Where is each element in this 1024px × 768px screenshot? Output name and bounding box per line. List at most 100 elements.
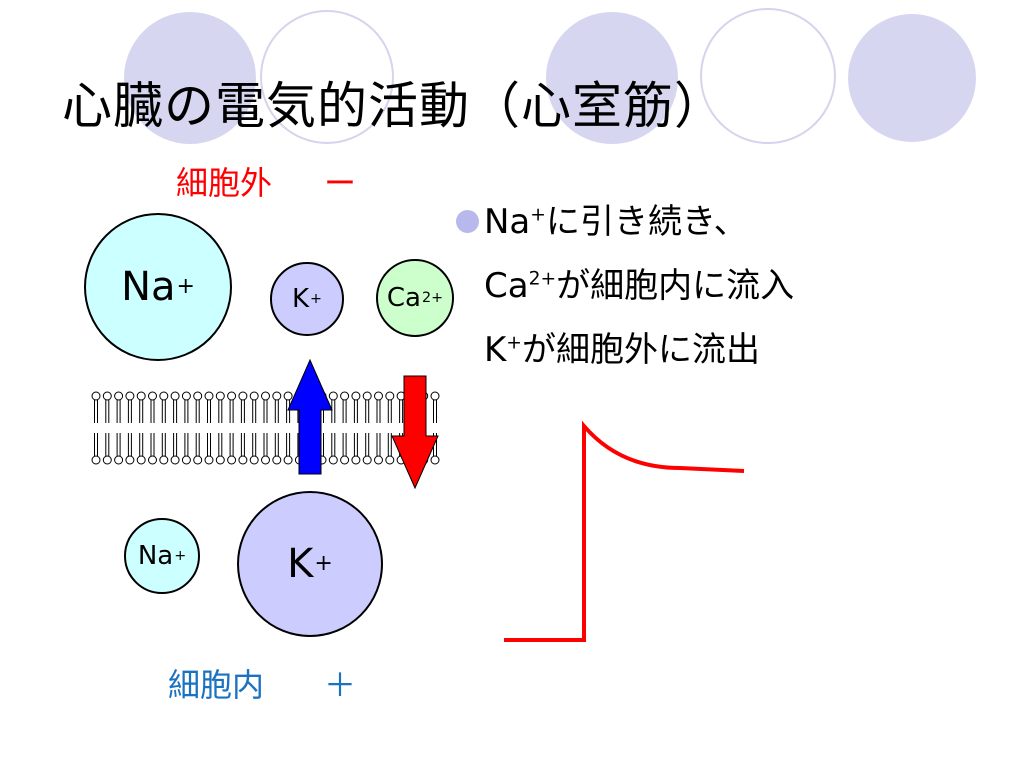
lipid-head-top [91,391,101,401]
na-ion-outside: Na+ [84,213,232,361]
lipid-head-bottom [317,455,327,465]
lipid-head-bottom [340,455,350,465]
bullet-item-2: Ca2+が細胞内に流入 [456,254,794,318]
lipid-head-bottom [385,455,395,465]
decor-circle-5 [848,14,976,142]
intracellular-charge: ＋ [324,666,357,704]
lipid-head-top [102,391,112,401]
lipid-head-top [374,391,383,401]
bullet-3-text: が細胞外に流出 [521,330,760,370]
lipid-head-bottom [181,455,191,465]
lipid-head-bottom [396,455,406,465]
lipid-head-top [261,391,270,401]
slide-title: 心臓の電気的活動（心室筋） [62,77,725,135]
bullet-1-text: に引き続き、 [545,202,748,242]
k-ion-inside-symbol: K [287,541,314,587]
lipid-head-bottom [272,455,282,465]
lipid-head-top [170,391,180,401]
lipid-head-bottom [362,455,372,465]
k-efflux-arrow-icon [287,358,333,475]
extracellular-label-text: 細胞外 [176,164,273,202]
extracellular-label: 細胞外 ー [176,158,356,204]
na-ion-inside: Na+ [124,518,200,594]
lipid-head-bottom [148,455,157,465]
lipid-head-bottom [294,455,304,465]
ca-influx-arrow-icon [391,375,439,490]
lipid-head-top [419,391,429,401]
lipid-head-top [351,391,361,401]
bullet-1-charge: + [530,204,546,226]
lipid-head-bottom [136,455,146,465]
intracellular-label-text: 細胞内 [168,666,265,704]
lipid-head-top [385,391,395,401]
ca-ion-outside-symbol: Ca [386,283,421,313]
lipid-head-bottom [102,455,112,465]
action-potential-curve [504,420,745,642]
lipid-head-bottom [114,455,124,465]
lipid-head-top [294,391,304,401]
k-ion-outside: K+ [270,262,344,336]
lipid-head-bottom [249,455,259,465]
lipid-head-bottom [328,455,338,465]
intracellular-label: 細胞内 ＋ [168,660,356,706]
lipid-head-bottom [215,455,225,465]
bullet-item-3: K+が細胞外に流出 [456,318,794,382]
lipid-head-top [340,391,350,401]
extracellular-charge: ー [324,164,357,202]
lipid-head-top [317,391,327,401]
lipid-head-bottom [125,455,135,465]
decor-circle-1 [124,12,256,144]
lipid-head-bottom [261,455,270,465]
lipid-head-top [328,391,338,401]
lipid-head-top [125,391,135,401]
lipid-head-bottom [204,455,214,465]
lipid-head-top [193,391,203,401]
decor-circle-3 [546,12,678,144]
bullet-3-charge: + [506,332,522,354]
decor-circle-4 [700,8,836,144]
lipid-head-bottom [159,455,169,465]
lipid-head-bottom [407,455,417,465]
lipid-head-top [306,391,316,401]
lipid-head-top [227,391,237,401]
na-ion-outside-symbol: Na [121,264,176,310]
lipid-head-top [181,391,191,401]
lipid-head-top [407,391,417,401]
na-ion-inside-symbol: Na [137,541,174,571]
lipid-head-bottom [227,455,237,465]
lipid-head-top [362,391,372,401]
bullet-1-symbol: Na [484,202,531,242]
bullet-2-text: が細胞内に流入 [556,266,795,306]
lipid-head-top [238,391,248,401]
bullet-item-1: Na+に引き続き、 [456,190,794,254]
bullet-2-charge: 2+ [528,268,557,290]
bullet-3-symbol: K [484,330,507,370]
lipid-head-bottom [170,455,180,465]
lipid-head-bottom [351,455,361,465]
lipid-head-top [136,391,146,401]
lipid-head-bottom [238,455,248,465]
lipid-head-top [396,391,406,401]
lipid-head-bottom [283,455,293,465]
lipid-head-top [159,391,169,401]
lipid-head-bottom [306,455,316,465]
lipid-head-top [272,391,282,401]
lipid-head-top [204,391,214,401]
bullet-dot-icon [456,210,479,233]
bullet-list: Na+に引き続き、 Ca2+が細胞内に流入 K+が細胞外に流出 [456,190,794,382]
lipid-head-top [148,391,157,401]
lipid-head-top [215,391,225,401]
k-ion-outside-symbol: K [291,284,310,314]
lipid-head-bottom [193,455,203,465]
lipid-head-top [430,391,440,401]
k-ion-inside: K+ [237,491,383,637]
lipid-head-bottom [419,455,429,465]
decor-circle-2 [260,10,394,144]
lipid-head-bottom [374,455,383,465]
lipid-head-bottom [91,455,101,465]
lipid-head-bottom [430,455,440,465]
bullet-2-symbol: Ca [484,266,529,306]
lipid-head-top [283,391,293,401]
lipid-head-top [249,391,259,401]
